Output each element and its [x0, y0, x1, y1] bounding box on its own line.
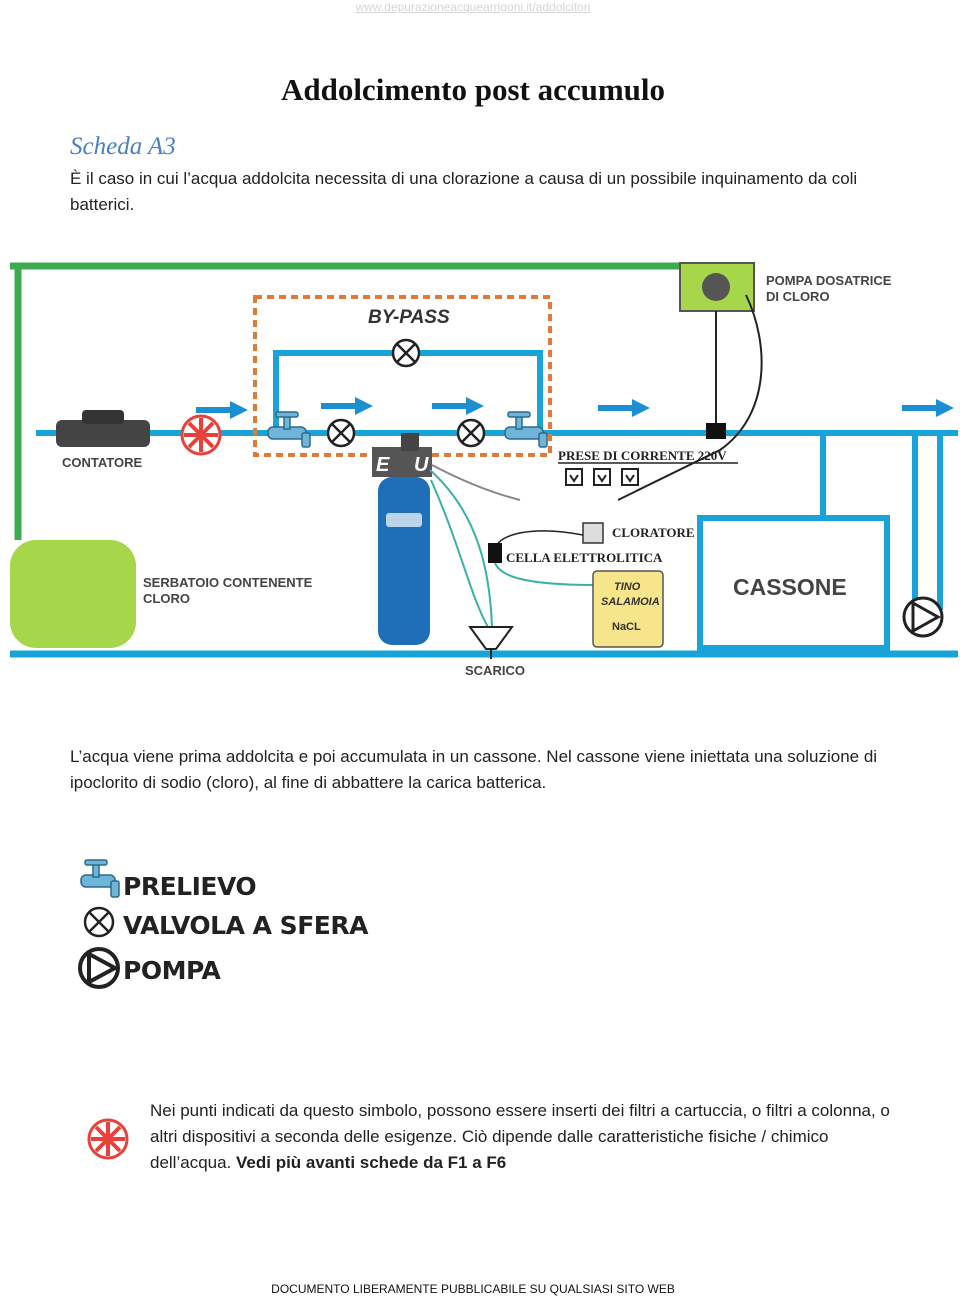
page-title: Addolcimento post accumulo — [280, 72, 666, 107]
pump-power-cable — [617, 294, 763, 501]
eu-e-label: E — [376, 454, 390, 476]
intro-paragraph: È il caso in cui l’acqua addolcita neces… — [70, 169, 858, 214]
legend-pompa: POMPA — [123, 956, 221, 985]
flow-arrow-icon — [902, 399, 954, 417]
valve-icon — [326, 418, 356, 448]
serbatoio-label-1: SERBATOIO CONTENENTE — [143, 575, 313, 590]
legend-valvola: VALVOLA A SFERA — [123, 911, 369, 940]
contatore-label: CONTATORE — [62, 455, 142, 470]
filter-point-icon — [87, 1118, 129, 1160]
pump-icon — [902, 596, 944, 638]
eu-u-label: U — [414, 454, 429, 476]
electrolytic-cell — [488, 543, 502, 563]
tap-icon — [504, 411, 548, 448]
socket-icon — [593, 468, 611, 486]
valve-icon — [83, 906, 115, 938]
riser-pipes — [820, 433, 943, 610]
scarico-label: SCARICO — [465, 663, 525, 678]
dosing-pump-dial-icon — [702, 273, 730, 301]
nacl-label: NaCL — [612, 621, 641, 633]
cassone-tank — [697, 515, 890, 651]
footer: DOCUMENTO LIBERAMENTE PUBBLICABILE SU QU… — [271, 1282, 675, 1296]
cella-label: CELLA ELETTROLITICA — [506, 550, 663, 565]
bypass-label: BY-PASS — [368, 307, 450, 328]
socket-icon — [565, 468, 583, 486]
softener-cable — [431, 464, 521, 501]
cassone-label: CASSONE — [733, 574, 847, 600]
description-paragraph: L’acqua viene prima addolcita e poi accu… — [70, 747, 878, 792]
cloratore-cable — [495, 530, 584, 548]
cloratore-device — [582, 522, 604, 544]
pompa-label-2: DI CLORO — [766, 289, 830, 304]
flow-arrow-icon — [598, 399, 650, 417]
prese-label: PRESE DI CORRENTE 220V — [558, 448, 727, 463]
brine-tank — [592, 570, 664, 648]
cloratore-label: CLORATORE — [612, 525, 695, 540]
filter-paragraph-link: Vedi più avanti schede da F1 a F6 — [236, 1153, 507, 1172]
tap-icon — [267, 411, 311, 448]
softener-connector — [401, 433, 419, 451]
pump-icon — [78, 947, 120, 989]
chlorine-pipe — [10, 262, 680, 540]
drain-hose-2 — [430, 479, 489, 628]
legend-prelievo: PRELIEVO — [123, 872, 256, 901]
brine-hose — [494, 562, 596, 586]
scheda-label: Scheda A3 — [70, 133, 176, 160]
softener-column — [378, 477, 430, 645]
plumbing-diagram: BY-PASS CONTATORE POMPA DOSATRICE DI CLO… — [10, 262, 958, 678]
chlorine-tank — [10, 540, 136, 648]
drain-funnel-icon — [468, 626, 514, 650]
flow-arrow-icon — [432, 397, 484, 415]
legend: PRELIEVO VALVOLA A SFERA POMPA — [78, 859, 370, 989]
injection-point — [706, 423, 726, 439]
flow-arrow-icon — [196, 401, 248, 419]
tino-label-2: SALAMOIA — [601, 596, 660, 608]
serbatoio-label-2: CLORO — [143, 591, 190, 606]
flow-arrow-icon — [321, 397, 373, 415]
tino-label-1: TINO — [614, 581, 641, 593]
softener-logo — [386, 513, 422, 527]
valve-icon — [456, 418, 486, 448]
filter-point-icon — [180, 414, 222, 456]
source-url[interactable]: www.depurazioneacquearrigoni.it/addolcit… — [355, 0, 591, 14]
pompa-label-1: POMPA DOSATRICE — [766, 273, 892, 288]
socket-icon — [621, 468, 639, 486]
meter-icon — [56, 410, 150, 447]
filter-paragraph-text: Nei punti indicati da questo simbolo, po… — [150, 1101, 890, 1172]
valve-icon — [391, 338, 421, 368]
tap-icon — [80, 859, 120, 898]
softener-head — [372, 447, 432, 477]
filter-paragraph: Nei punti indicati da questo simbolo, po… — [150, 1098, 910, 1176]
drain-hose — [429, 469, 493, 628]
